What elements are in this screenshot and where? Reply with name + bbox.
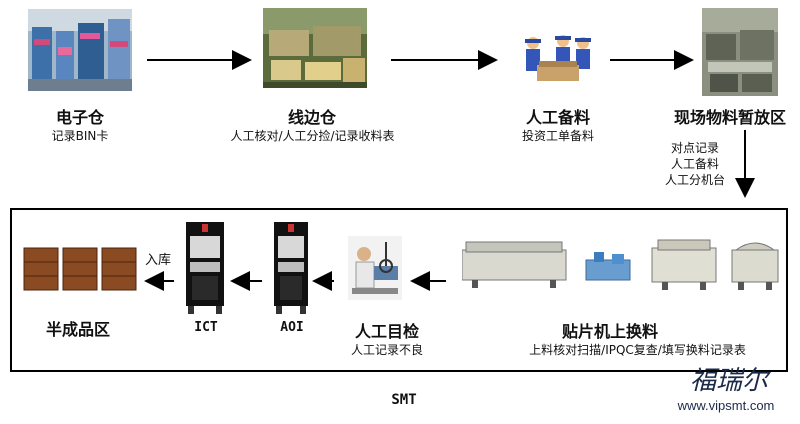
side-note-2: 人工备料 — [670, 157, 719, 171]
lineside-title: 线边仓 — [287, 108, 336, 127]
aoi-label: AOI — [280, 320, 304, 335]
ict-machine — [184, 222, 226, 314]
manual-inspection-photo — [348, 236, 402, 300]
prep-sub: 投资工单备料 — [521, 129, 594, 143]
manual-prep-photo — [519, 31, 597, 87]
line-side-storage-photo — [263, 8, 367, 88]
staging-area-photo — [702, 8, 778, 96]
smt-frame-label: SMT — [391, 392, 417, 408]
store-label: 入库 — [144, 253, 171, 268]
placement-machines — [462, 236, 780, 292]
side-note-3: 人工分机台 — [664, 173, 725, 187]
warehouse-photo — [28, 9, 132, 91]
smt-frame — [10, 208, 788, 372]
mount-title: 贴片机上换料 — [561, 322, 658, 341]
prep-title: 人工备料 — [525, 108, 590, 127]
staging-title: 现场物料暂放区 — [673, 108, 786, 127]
watermark-brand: 福瑞尔 — [689, 366, 768, 396]
semi-finished-title: 半成品区 — [45, 320, 110, 339]
side-note-1: 对点记录 — [670, 141, 719, 155]
watermark-url: www.vipsmt.com — [677, 398, 775, 413]
lineside-sub: 人工核对/人工分捡/记录收料表 — [230, 129, 395, 143]
mount-sub: 上料核对扫描/IPQC复查/填写换料记录表 — [529, 343, 746, 357]
ict-label: ICT — [194, 320, 218, 335]
inspection-title: 人工目检 — [354, 322, 419, 341]
semi-finished-crates — [22, 244, 138, 294]
warehouse-title: 电子仓 — [55, 108, 104, 127]
warehouse-sub: 记录BIN卡 — [51, 129, 109, 143]
inspection-sub: 人工记录不良 — [350, 343, 423, 357]
aoi-machine — [272, 222, 310, 314]
